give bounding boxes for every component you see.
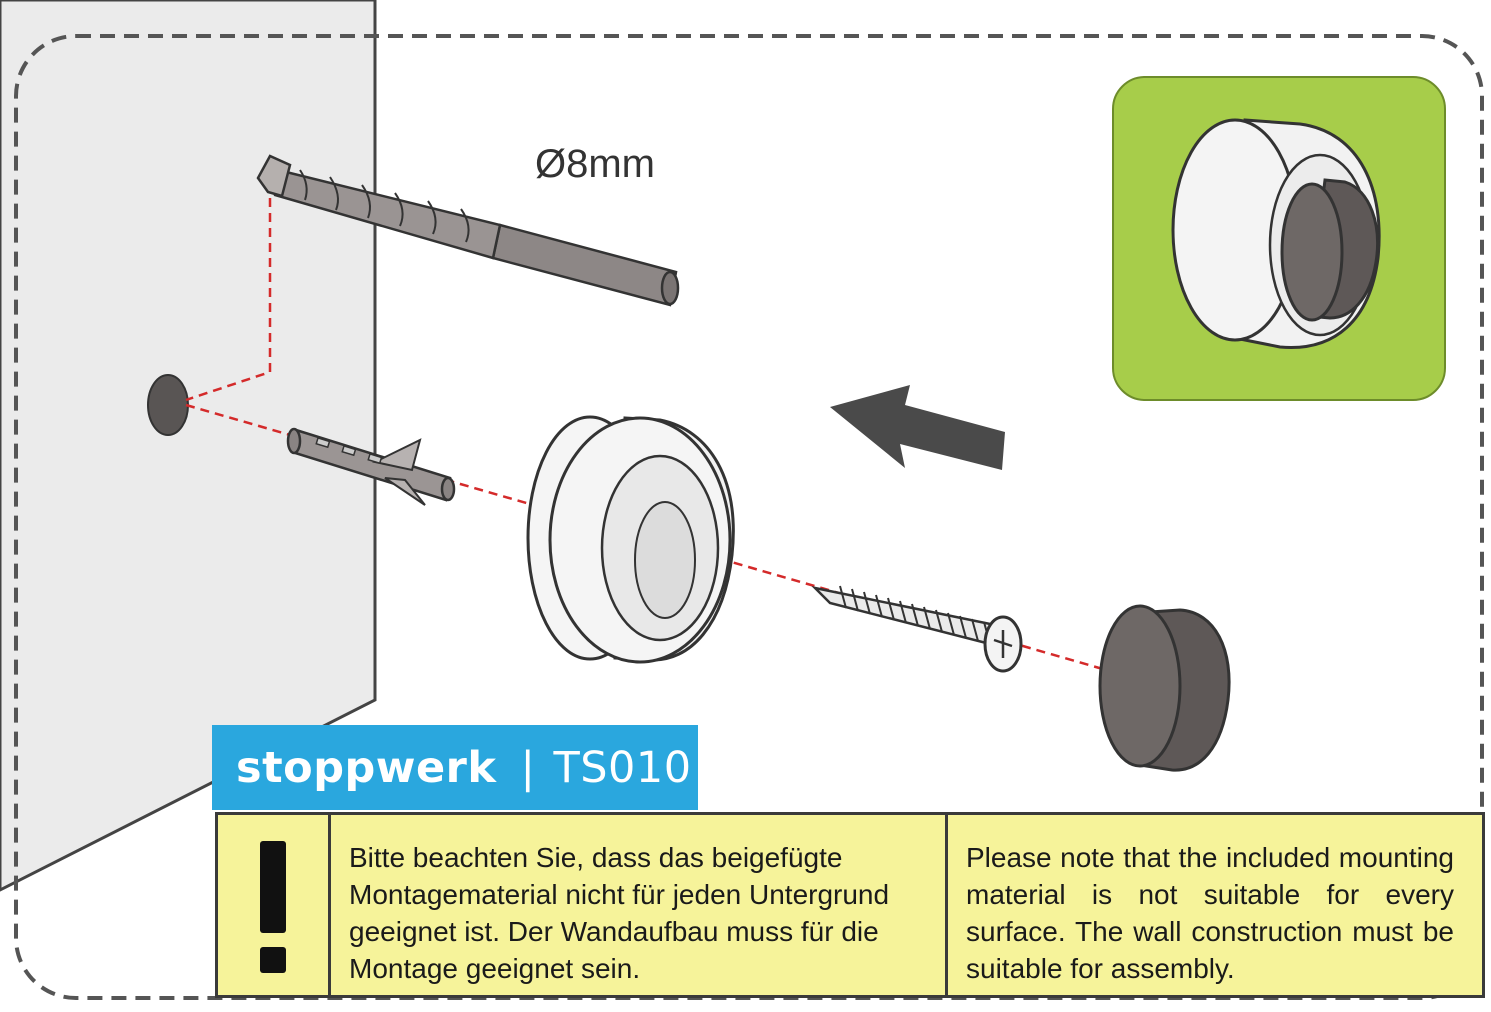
wall-panel bbox=[0, 0, 377, 892]
drill-hole bbox=[147, 374, 189, 436]
direction-arrow-icon bbox=[830, 385, 1005, 470]
brand-separator: | bbox=[520, 742, 536, 793]
screw-icon bbox=[811, 585, 1023, 673]
dashed-frame bbox=[14, 34, 1484, 1000]
wall-plug-icon bbox=[286, 427, 456, 506]
exclamation-icon bbox=[218, 815, 331, 995]
notice-text-en: Please note that the included mounting m… bbox=[966, 842, 1454, 984]
stopper-body-icon bbox=[526, 415, 735, 664]
notice-box: Bitte beachten Sie, dass das beigefügte … bbox=[215, 812, 1485, 998]
brand-name: stoppwerk bbox=[236, 742, 497, 793]
drill-diameter-label: Ø8mm bbox=[535, 142, 655, 186]
model-number: TS010 bbox=[553, 742, 692, 793]
rubber-cap-icon bbox=[1098, 604, 1231, 772]
notice-text-de: Bitte beachten Sie, dass das beigefügte … bbox=[331, 815, 948, 995]
drill-bit-icon bbox=[256, 154, 680, 307]
brand-banner: stoppwerk | TS010 bbox=[212, 725, 698, 810]
assembled-product-inset bbox=[1112, 76, 1446, 401]
